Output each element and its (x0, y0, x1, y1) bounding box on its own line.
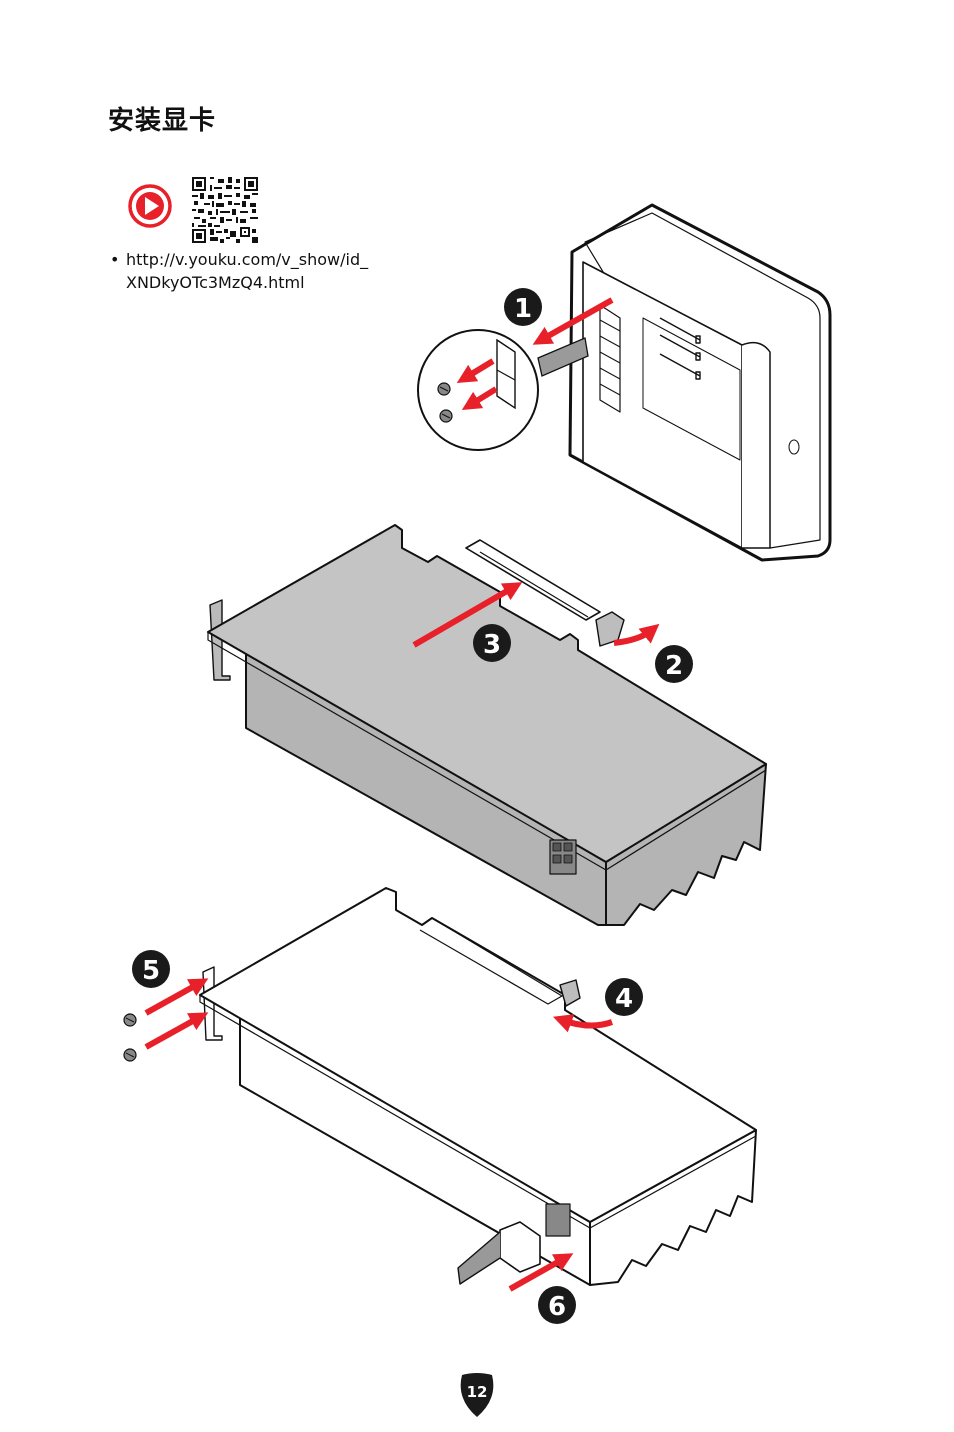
page-number-badge: 12 (456, 1371, 498, 1419)
video-link-line2[interactable]: XNDkyOTc3MzQ4.html (126, 273, 305, 292)
svg-text:2: 2 (665, 651, 683, 681)
svg-text:1: 1 (514, 294, 532, 324)
qr-code-icon[interactable] (192, 177, 258, 243)
arrow (613, 623, 660, 646)
slot-bracket (537, 337, 589, 377)
arrow (412, 582, 523, 648)
page-title: 安装显卡 (108, 106, 217, 136)
play-circle-icon[interactable] (127, 183, 173, 229)
pc-case (568, 203, 832, 562)
arrow (508, 1253, 574, 1292)
step-badge-3: 3 (473, 624, 511, 662)
video-link-line1[interactable]: http://v.youku.com/v_show/id_ (126, 250, 369, 269)
svg-text:3: 3 (483, 630, 501, 660)
arrow (552, 1014, 614, 1033)
step-badge-1: 1 (504, 288, 542, 326)
bullet: • (110, 250, 120, 269)
step-badge-4: 4 (605, 978, 643, 1016)
page-number: 12 (466, 1383, 488, 1401)
graphics-card-1 (207, 524, 767, 926)
arrow (144, 1012, 209, 1050)
step-badge-6: 6 (538, 1286, 576, 1324)
arrow (532, 297, 614, 345)
step-badge-5: 5 (132, 950, 170, 988)
graphics-card-2 (123, 887, 757, 1286)
svg-text:6: 6 (548, 1292, 566, 1322)
screw-icon (123, 1013, 137, 1027)
video-link[interactable]: • http://v.youku.com/v_show/id_ XNDkyOTc3… (110, 248, 368, 294)
screw-icon (439, 409, 453, 423)
arrow (144, 978, 209, 1016)
arrow (461, 386, 498, 411)
svg-text:4: 4 (615, 984, 633, 1014)
screw-icon (437, 382, 451, 396)
step-badge-2: 2 (655, 645, 693, 683)
screw-icon (123, 1048, 137, 1062)
arrow (456, 358, 495, 383)
zoom-detail (417, 329, 539, 451)
svg-text:5: 5 (142, 956, 160, 986)
